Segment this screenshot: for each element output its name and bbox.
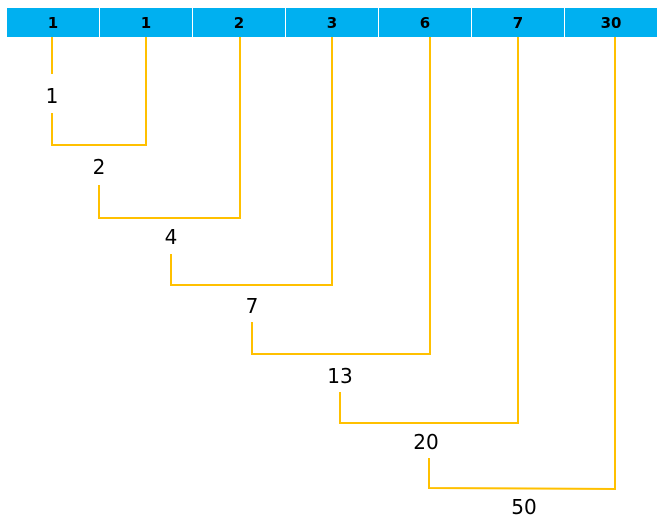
connector-bracket-1 [51,37,147,146]
header-cell-6: 7 [471,8,564,37]
values-header-row: 1 1 2 3 6 7 30 [7,8,657,37]
sum-label-2: 2 [93,155,106,179]
sum-label-3: 4 [165,225,178,249]
connector-bracket-2 [98,37,241,219]
connector-bracket-6 [428,37,616,491]
sum-label-6: 20 [413,430,438,454]
header-cell-4: 3 [285,8,378,37]
header-cell-7: 30 [564,8,657,37]
connector-bracket-3 [170,37,333,286]
connector-bracket-4 [251,37,431,355]
connector-bracket-5 [339,37,519,424]
sum-label-1: 1 [46,84,59,108]
header-cell-2: 1 [99,8,192,37]
header-cell-1: 1 [47,13,59,32]
sum-label-5: 13 [327,364,352,388]
sum-label-7: 50 [511,495,536,519]
header-cell-3: 2 [192,8,285,37]
header-cell-5: 6 [378,8,471,37]
sum-label-4: 7 [246,294,259,318]
